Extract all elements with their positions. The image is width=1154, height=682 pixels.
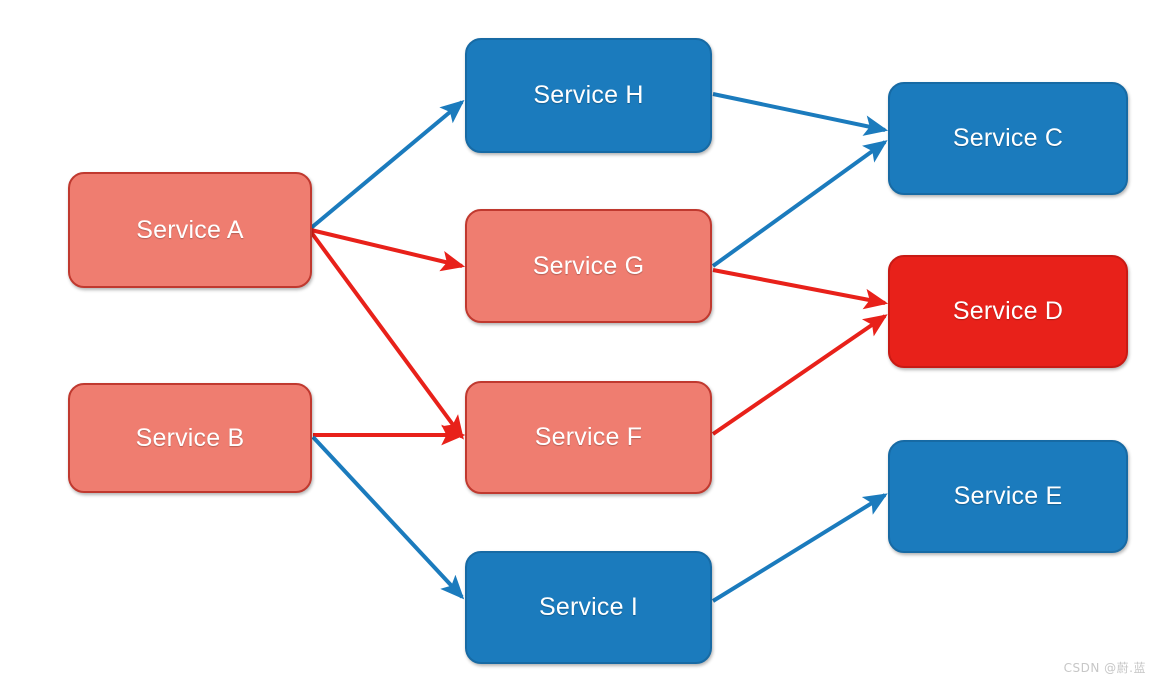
node-label: Service A bbox=[136, 215, 244, 244]
edge-g-to-c bbox=[711, 140, 888, 268]
node-service-b[interactable]: Service B bbox=[68, 383, 312, 493]
edge-g-to-d bbox=[712, 268, 889, 310]
edge-a-to-f bbox=[309, 230, 464, 440]
node-service-h[interactable]: Service H bbox=[465, 38, 712, 153]
node-service-i[interactable]: Service I bbox=[465, 551, 712, 664]
node-service-d[interactable]: Service D bbox=[888, 255, 1128, 368]
node-label: Service G bbox=[532, 251, 645, 280]
edge-f-to-d bbox=[711, 314, 888, 436]
node-service-e[interactable]: Service E bbox=[888, 440, 1128, 553]
node-service-a[interactable]: Service A bbox=[68, 172, 312, 288]
node-label: Service I bbox=[538, 593, 639, 621]
node-label: Service E bbox=[953, 482, 1063, 510]
watermark-label: CSDN @蔚.蓝 bbox=[1063, 661, 1146, 675]
node-service-f[interactable]: Service F bbox=[465, 381, 712, 494]
edge-h-to-c bbox=[712, 92, 889, 136]
edge-a-to-h bbox=[309, 99, 465, 230]
edge-i-to-e bbox=[711, 493, 888, 603]
edge-b-to-i bbox=[311, 435, 465, 600]
node-label: Service F bbox=[534, 423, 643, 451]
node-label: Service D bbox=[952, 297, 1064, 325]
node-service-c[interactable]: Service C bbox=[888, 82, 1128, 195]
edge-a-to-g bbox=[310, 228, 466, 272]
edges-group bbox=[309, 92, 889, 603]
node-service-g[interactable]: Service G bbox=[465, 209, 712, 323]
node-label: Service H bbox=[533, 81, 644, 109]
node-label: Service B bbox=[135, 423, 245, 452]
node-label: Service C bbox=[952, 124, 1064, 152]
